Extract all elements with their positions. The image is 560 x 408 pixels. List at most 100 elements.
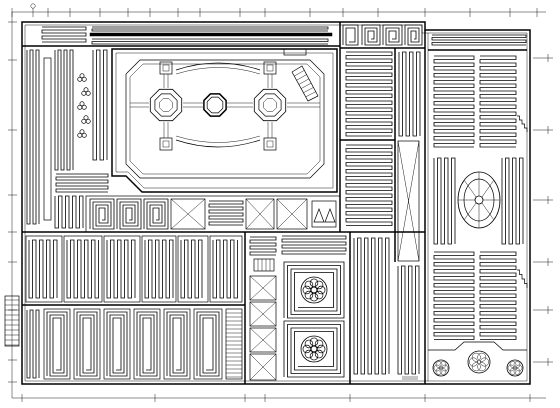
plant-leaf xyxy=(513,361,521,368)
heating-pipe-loop xyxy=(55,173,109,193)
stair-symbol xyxy=(517,115,528,132)
stair-arrow xyxy=(313,208,325,223)
heating-pipe-spiral xyxy=(116,198,142,230)
plant-leaf xyxy=(469,357,478,367)
paving-border xyxy=(125,59,325,179)
shrub-leaf xyxy=(77,132,83,138)
octagon-ring xyxy=(154,93,178,117)
paving-border-inner xyxy=(129,63,321,175)
room-outline xyxy=(43,308,71,380)
corner-square xyxy=(263,137,277,151)
medallion-spoke xyxy=(463,202,477,220)
heating-pipe-spiral xyxy=(196,311,220,377)
rosette-petal xyxy=(314,290,324,300)
heating-pipe-loop xyxy=(281,235,347,255)
shaft-outline xyxy=(249,353,277,381)
heating-pipe-spiral xyxy=(136,311,158,377)
lower-right-rooms xyxy=(353,237,420,380)
plant-outline xyxy=(467,350,491,374)
rosette-petal xyxy=(316,285,326,295)
column-strip xyxy=(43,57,52,221)
exterior-wall xyxy=(21,21,531,385)
plant-leaf xyxy=(435,361,443,368)
octagon-ornament xyxy=(253,88,287,122)
plant-icon xyxy=(506,359,524,377)
heating-pipe-loop xyxy=(92,49,108,161)
shrub-leaf xyxy=(83,115,89,121)
oval-medallion xyxy=(457,171,501,229)
ramp-hatch xyxy=(298,78,309,85)
plant-leaf xyxy=(435,368,443,375)
corner-square-inner xyxy=(266,64,274,72)
rosette-petal xyxy=(309,351,319,361)
stair-box xyxy=(253,258,275,272)
heating-pipe-spiral xyxy=(76,311,98,377)
shrub-leaf xyxy=(79,73,85,79)
shrub-leaf xyxy=(81,132,87,138)
heating-pipe-spiral xyxy=(143,198,169,230)
paving-arch xyxy=(175,135,261,143)
shrub-icon xyxy=(81,115,91,124)
left-corridor xyxy=(26,49,109,229)
courtyard xyxy=(111,48,338,193)
paving-arch xyxy=(175,67,261,75)
plant-outline xyxy=(432,359,450,377)
lower-courtyard-band xyxy=(85,195,341,233)
heating-pipe-loop xyxy=(106,239,136,299)
heating-pipe-spiral xyxy=(342,24,359,46)
shaft-diagonal xyxy=(249,327,277,353)
lower-left-rooms xyxy=(4,235,243,380)
exterior-stair-box xyxy=(4,295,20,347)
shaft-cross-box xyxy=(249,301,277,327)
octagon-inner xyxy=(263,98,277,112)
ramp-outline xyxy=(291,65,319,102)
heating-pipe-loop xyxy=(26,309,40,379)
room-outline xyxy=(133,308,161,380)
shaft-cross-box xyxy=(397,140,420,262)
heating-pipe-loop xyxy=(433,251,475,340)
rosette-petal xyxy=(304,290,314,300)
corner-square-inner xyxy=(162,64,170,72)
plant-leaf xyxy=(513,368,521,375)
shrub-leaf xyxy=(81,76,87,82)
ramp-hatch xyxy=(294,70,305,77)
stair-symbol xyxy=(311,200,337,228)
shaft-diagonal xyxy=(397,140,420,262)
stair-symbol xyxy=(253,258,275,272)
paving-arch xyxy=(175,139,261,148)
top-corridor xyxy=(41,26,333,45)
heating-pipe-loop xyxy=(208,200,244,226)
shaft-diagonal xyxy=(276,198,308,230)
room-outline xyxy=(163,308,191,380)
heating-pipe-spiral xyxy=(382,24,403,46)
planter-edge xyxy=(428,341,527,351)
octagon-inner xyxy=(206,96,224,114)
heating-pipe-spiral xyxy=(283,320,345,378)
vent-box xyxy=(283,48,307,56)
plant-leaf xyxy=(441,364,449,372)
shaft-cross-box xyxy=(249,275,277,301)
shrub-leaf xyxy=(83,87,89,93)
rosette-petal xyxy=(309,278,319,288)
rosette-petal xyxy=(316,344,326,354)
medallion-spoke xyxy=(481,202,495,220)
room-outline xyxy=(209,235,243,303)
plant-leaf xyxy=(471,352,481,362)
heating-pipe-loop xyxy=(501,157,524,245)
heating-pipe-spiral xyxy=(106,311,128,377)
rosette-petal xyxy=(302,344,312,354)
plant-icon xyxy=(432,359,450,377)
heating-pipe-loop xyxy=(54,49,74,171)
plant-leaf xyxy=(509,368,517,375)
shaft-diagonal xyxy=(245,198,275,230)
shrub-leaf xyxy=(77,76,83,82)
rosette-petal xyxy=(314,339,324,349)
heating-pipe-loop xyxy=(431,34,527,46)
shrub-leaf xyxy=(79,101,85,107)
shaft-diagonal xyxy=(170,198,206,230)
plant-leaf xyxy=(439,361,447,368)
plant-leaf xyxy=(480,357,489,367)
stair-symbol xyxy=(517,269,528,288)
room-outline xyxy=(63,235,103,303)
